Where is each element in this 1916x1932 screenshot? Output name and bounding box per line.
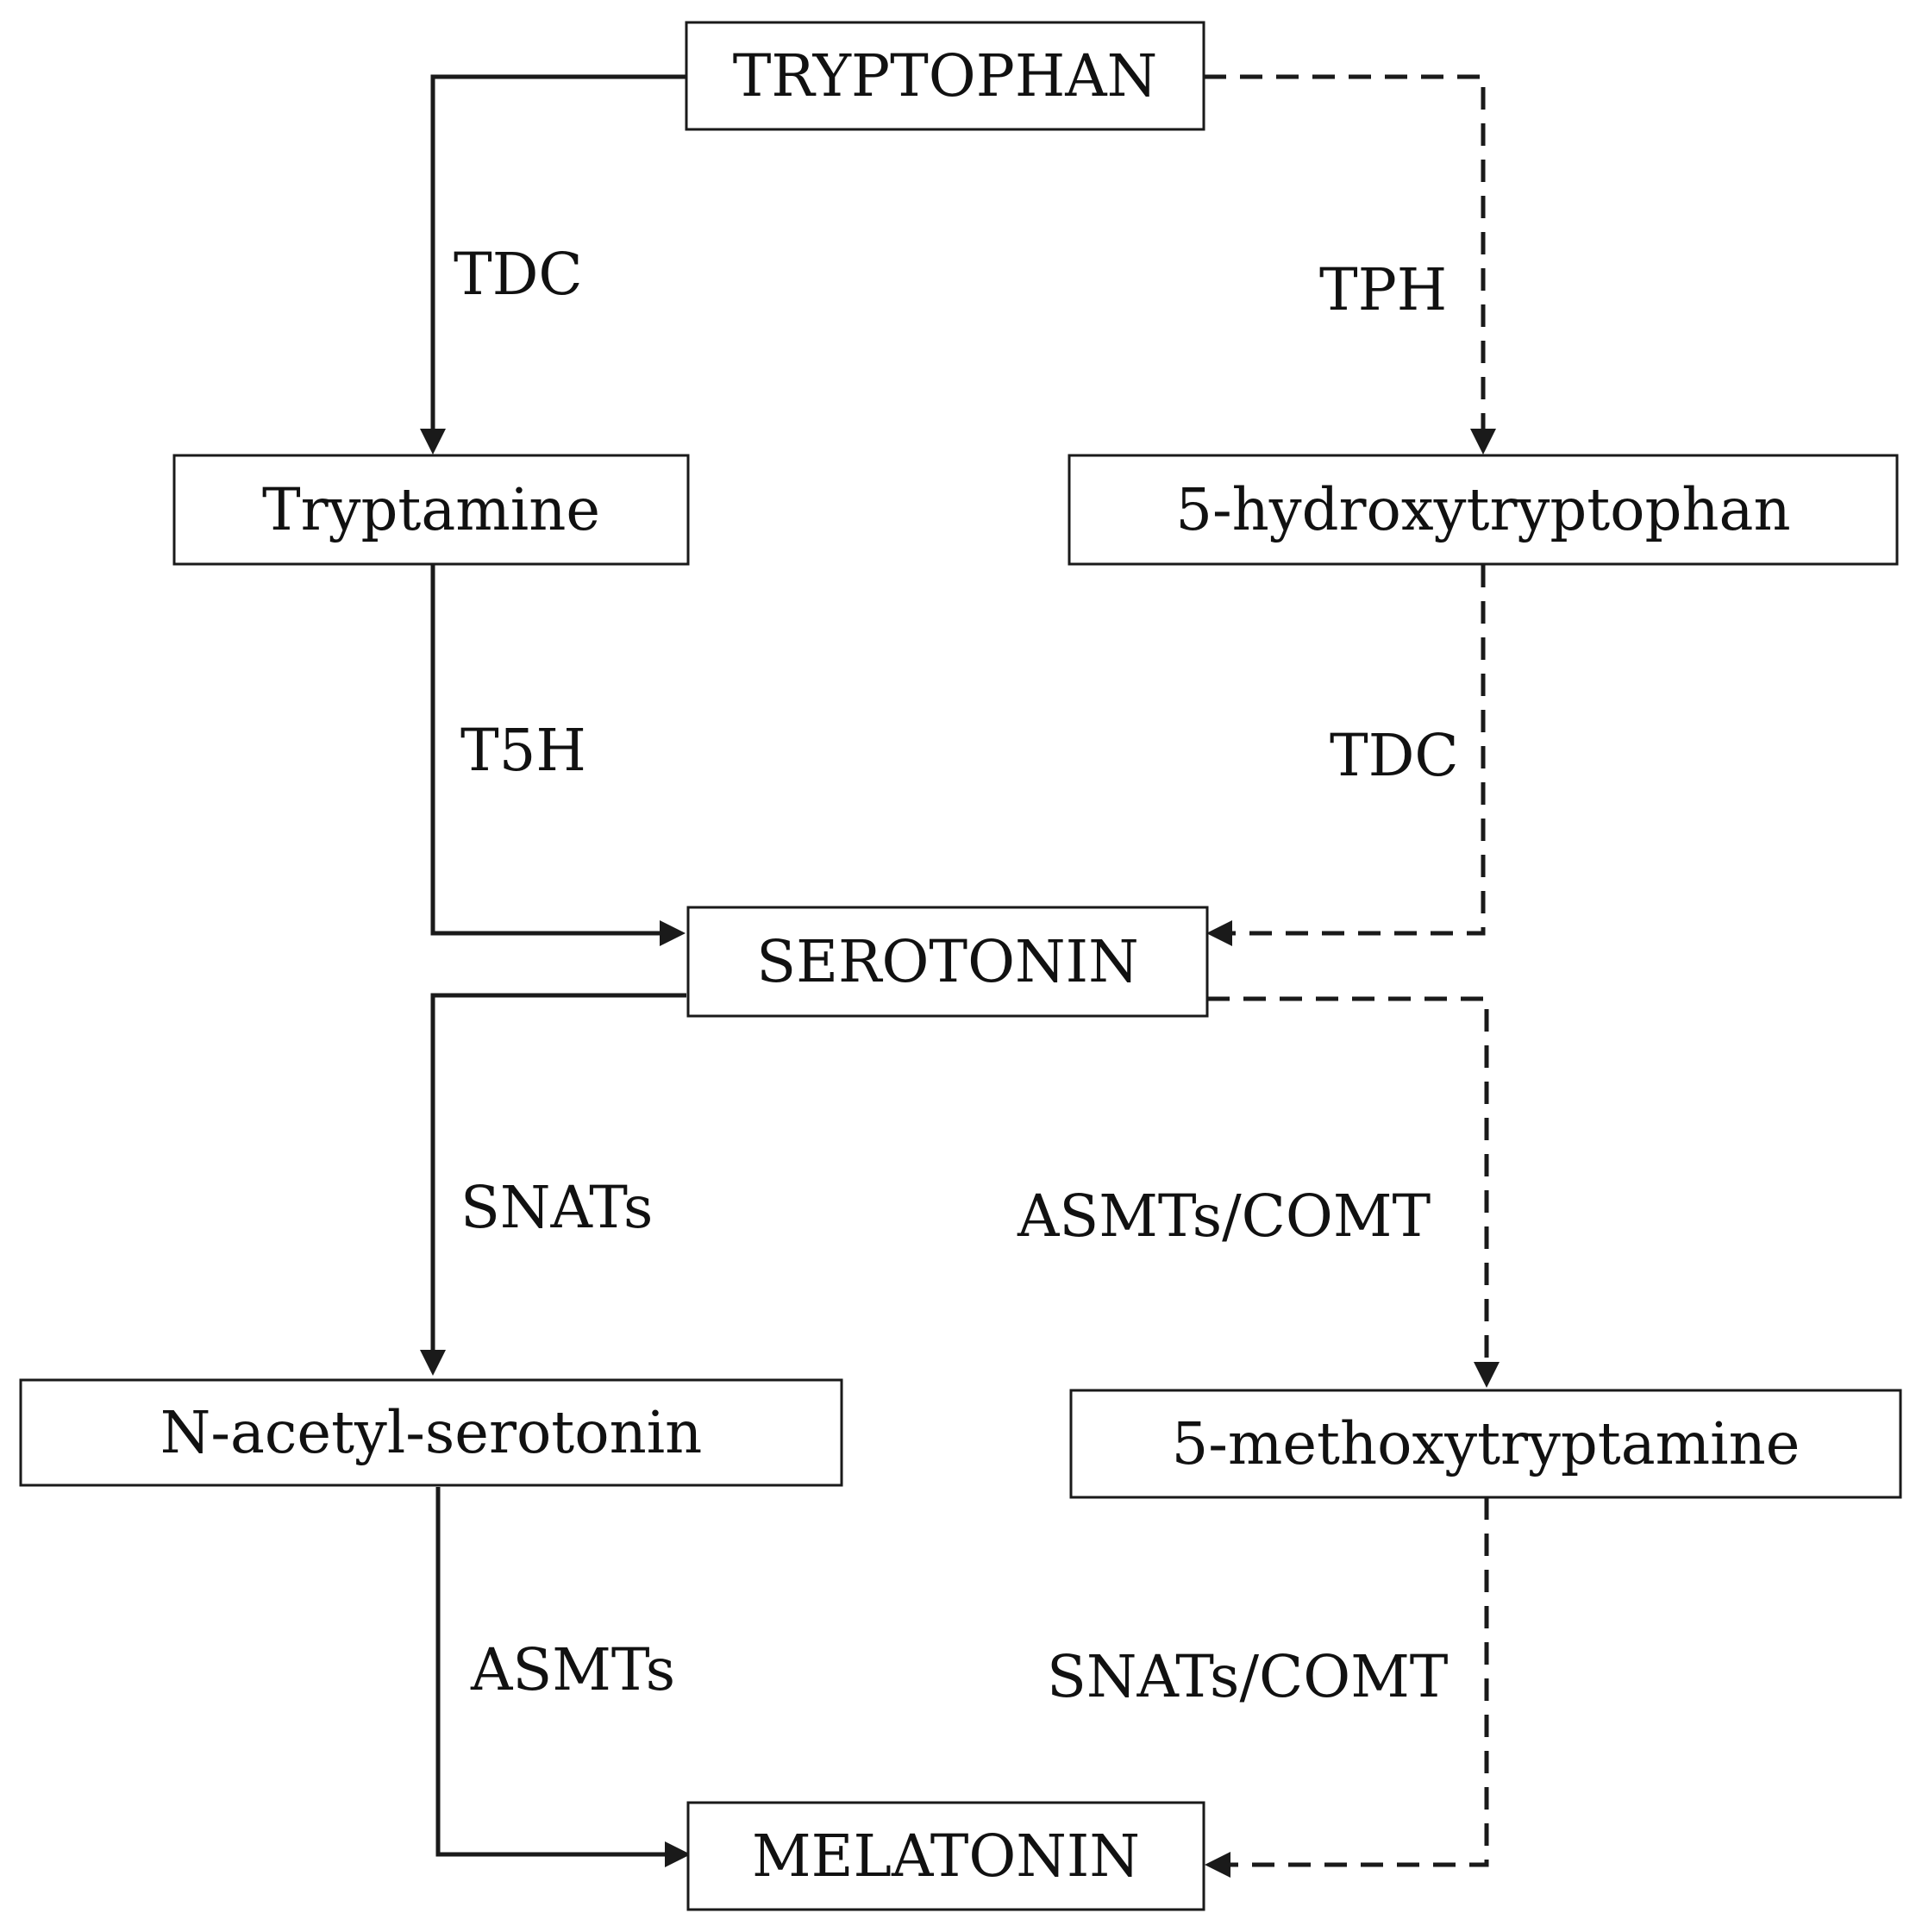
node-5-methoxytryptamine: 5-methoxytryptamine <box>1069 1389 1902 1499</box>
edge-tryptamine-to-serotonin <box>430 565 686 946</box>
node-tryptophan: TRYPTOPHAN <box>685 21 1205 131</box>
edge-tryptophan-to-hydroxytryptophan <box>1204 74 1496 455</box>
edge-hydroxytryptophan-to-serotonin <box>1206 565 1486 946</box>
node-tryptamine-label: Tryptamine <box>262 476 600 543</box>
edge-methoxytryptamine-to-melatonin <box>1205 1497 1489 1878</box>
enzyme-label-asmts: ASMTs <box>470 1636 675 1703</box>
edge-n-acetyl-serotonin-to-melatonin <box>435 1487 691 1867</box>
node-melatonin: MELATONIN <box>686 1801 1205 1911</box>
node-serotonin: SEROTONIN <box>686 906 1209 1018</box>
enzyme-label-tph: TPH <box>1319 256 1447 323</box>
node-5-hydroxytryptophan-label: 5-hydroxytryptophan <box>1175 476 1790 543</box>
enzyme-label-tdc-left: TDC <box>454 241 583 308</box>
node-tryptamine: Tryptamine <box>172 454 690 566</box>
enzyme-label-tdc-right: TDC <box>1330 722 1459 789</box>
enzyme-label-asmts-comt: ASMTs/COMT <box>1017 1182 1431 1250</box>
node-n-acetyl-serotonin: N-acetyl-serotonin <box>19 1378 843 1487</box>
node-melatonin-label: MELATONIN <box>752 1822 1140 1890</box>
edge-serotonin-to-methoxytryptamine <box>1207 996 1500 1388</box>
node-5-hydroxytryptophan: 5-hydroxytryptophan <box>1068 454 1899 566</box>
enzyme-label-snats: SNATs <box>460 1174 653 1241</box>
node-tryptophan-label: TRYPTOPHAN <box>733 42 1158 110</box>
enzyme-label-t5h: T5H <box>460 717 586 784</box>
edge-serotonin-to-n-acetyl-serotonin <box>420 993 686 1376</box>
node-5-methoxytryptamine-label: 5-methoxytryptamine <box>1172 1410 1800 1477</box>
node-n-acetyl-serotonin-label: N-acetyl-serotonin <box>160 1399 703 1466</box>
enzyme-label-snats-comt: SNATs/COMT <box>1047 1643 1449 1710</box>
edge-tryptophan-to-tryptamine <box>420 74 686 455</box>
node-serotonin-label: SEROTONIN <box>756 928 1139 995</box>
